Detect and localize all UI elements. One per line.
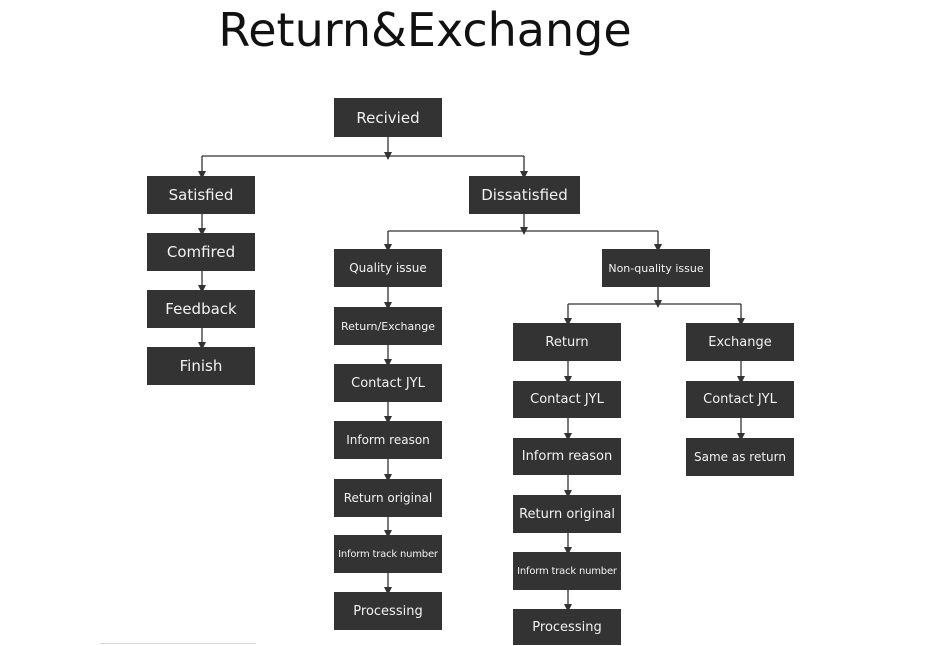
node-return-original: Return original <box>513 495 621 533</box>
node-quality-return-exchange: Return/Exchange <box>334 307 442 345</box>
node-non-quality-issue: Non-quality issue <box>602 249 710 287</box>
node-quality-issue: Quality issue <box>334 249 442 287</box>
node-dissatisfied: Dissatisfied <box>469 176 580 214</box>
node-satisfied: Satisfied <box>147 176 255 214</box>
node-return: Return <box>513 323 621 361</box>
bottom-divider <box>100 643 256 644</box>
node-return-processing: Processing <box>513 609 621 645</box>
node-feedback: Feedback <box>147 290 255 328</box>
node-exchange-contact: Contact JYL <box>686 381 794 418</box>
node-quality-return-original: Return original <box>334 479 442 517</box>
node-quality-inform-track: Inform track number <box>334 535 442 573</box>
node-return-inform-track: Inform track number <box>513 552 621 590</box>
node-quality-processing: Processing <box>334 592 442 630</box>
diagram-title: Return&Exchange <box>218 3 632 57</box>
node-exchange: Exchange <box>686 323 794 361</box>
node-quality-contact: Contact JYL <box>334 364 442 402</box>
node-quality-inform-reason: Inform reason <box>334 421 442 459</box>
node-exchange-same-as-return: Same as return <box>686 438 794 476</box>
node-received: Recivied <box>334 98 442 137</box>
node-return-inform-reason: Inform reason <box>513 438 621 475</box>
node-finish: Finish <box>147 347 255 385</box>
node-confirmed: Comfired <box>147 233 255 271</box>
node-return-contact: Contact JYL <box>513 381 621 418</box>
